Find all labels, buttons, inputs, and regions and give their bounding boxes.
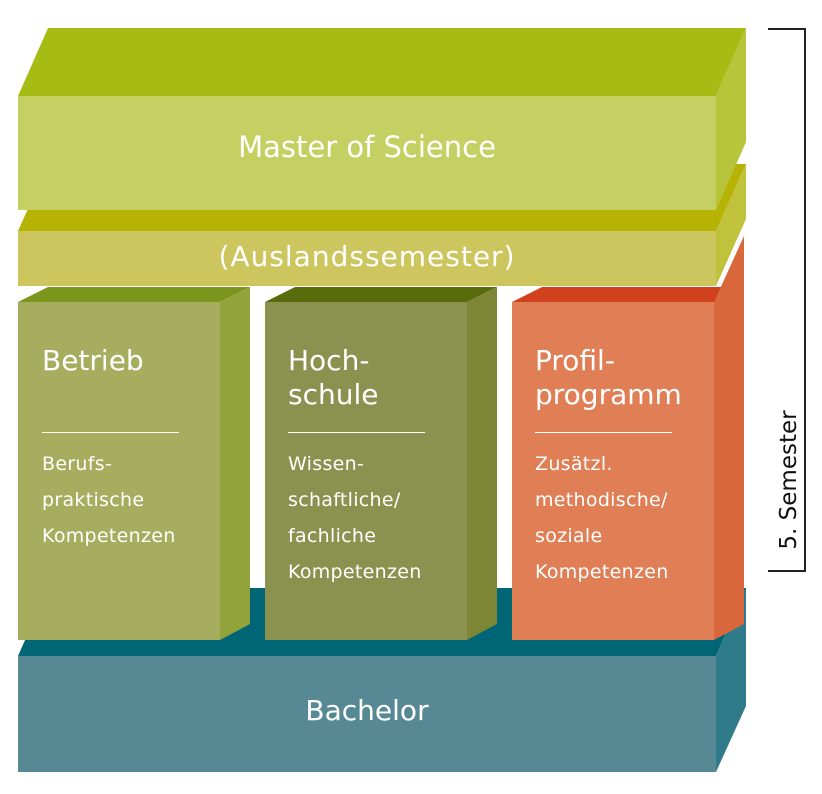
betrieb-desc-line: Berufs- bbox=[42, 453, 113, 475]
hochschule-pillar-side bbox=[467, 287, 497, 640]
profil-desc-line: Zusätzl. bbox=[535, 453, 613, 475]
hochschule-divider bbox=[288, 432, 425, 433]
bachelor-block-front bbox=[18, 656, 716, 772]
hochschule-title: Hoch- schule bbox=[288, 344, 379, 411]
ausland-block-side bbox=[716, 164, 746, 286]
semester-label: 5. Semester bbox=[776, 410, 802, 550]
profil-title: Profil- programm bbox=[535, 344, 682, 411]
profil-pillar-top bbox=[512, 287, 744, 302]
profil-description: Zusätzl. methodische/ soziale Kompetenze… bbox=[535, 446, 669, 590]
master-block-top bbox=[18, 28, 746, 96]
master-block-side bbox=[716, 28, 746, 210]
bachelor-block-side bbox=[716, 588, 746, 772]
betrieb-pillar-side bbox=[220, 287, 250, 640]
hochschule-description: Wissen- schaftliche/ fachliche Kompetenz… bbox=[288, 446, 422, 590]
profil-divider bbox=[535, 432, 672, 433]
hochschule-pillar-front bbox=[265, 302, 467, 640]
profil-pillar-side bbox=[714, 236, 744, 640]
profil-desc-line: methodische/ bbox=[535, 489, 668, 511]
ausland-label: (Auslandssemester) bbox=[218, 240, 516, 273]
hochschule-pillar-top bbox=[265, 287, 497, 302]
betrieb-desc-line: Kompetenzen bbox=[42, 525, 176, 547]
betrieb-title: Betrieb bbox=[42, 344, 144, 377]
betrieb-pillar-front bbox=[18, 302, 220, 640]
semester-bracket bbox=[768, 28, 806, 572]
betrieb-description: Berufs- praktische Kompetenzen bbox=[42, 446, 176, 554]
hochschule-desc-line: schaftliche/ bbox=[288, 489, 401, 511]
betrieb-divider bbox=[42, 432, 179, 433]
betrieb-pillar-top bbox=[18, 287, 250, 302]
profil-desc-line: Kompetenzen bbox=[535, 561, 669, 583]
master-block-front bbox=[18, 96, 716, 210]
hochschule-desc-line: Wissen- bbox=[288, 453, 365, 475]
betrieb-desc-line: praktische bbox=[42, 489, 145, 511]
master-label: Master of Science bbox=[238, 130, 496, 164]
profil-desc-line: soziale bbox=[535, 525, 603, 547]
ausland-block-front bbox=[18, 231, 716, 286]
bachelor-label: Bachelor bbox=[305, 694, 429, 727]
profil-pillar-front bbox=[512, 302, 714, 640]
hochschule-desc-line: fachliche bbox=[288, 525, 377, 547]
hochschule-desc-line: Kompetenzen bbox=[288, 561, 422, 583]
